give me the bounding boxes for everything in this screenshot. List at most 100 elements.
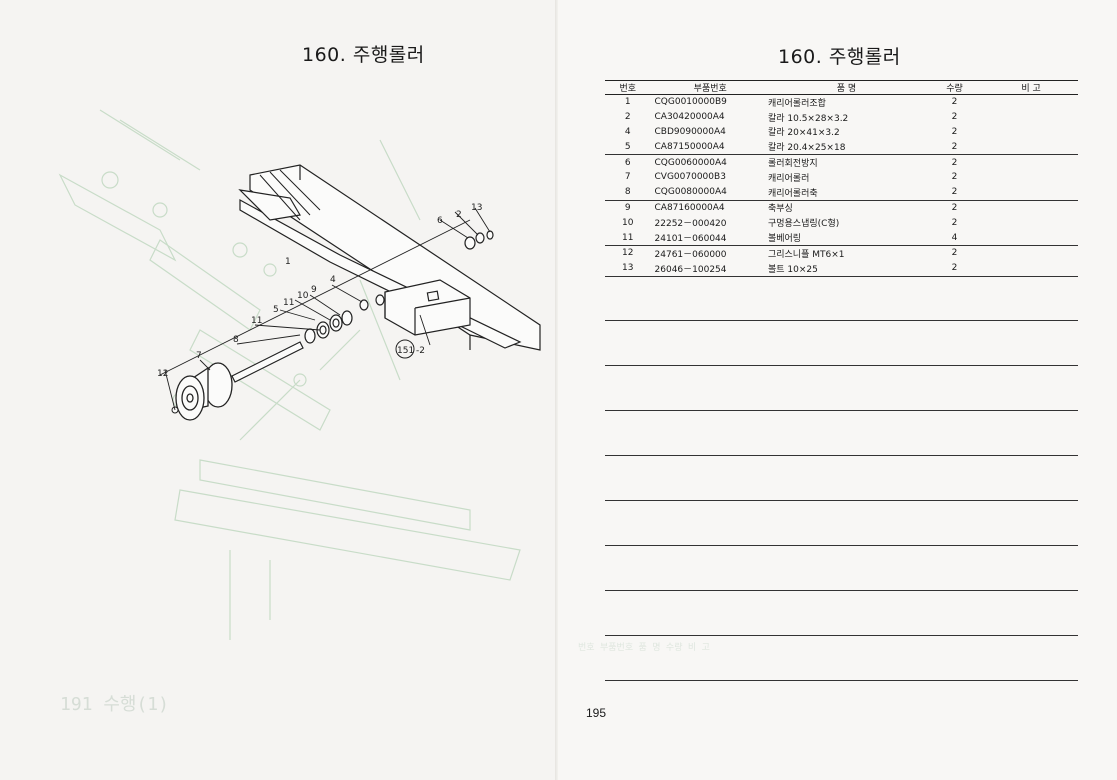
callout-8: 8 <box>233 335 239 345</box>
cell-part-name: 캐리어롤러 <box>767 173 810 184</box>
cell-remarks <box>984 184 1078 201</box>
cell-part-number: 22252－000420 <box>654 219 727 230</box>
cell-part-number: 26046－100254 <box>650 260 766 277</box>
cell-quantity: 2 <box>951 112 958 123</box>
cell-quantity: 2 <box>924 139 985 156</box>
cell-part-name: 칼라 20×41×3.2 <box>767 128 840 139</box>
empty-row-line <box>605 455 1078 456</box>
cell-no: 9 <box>624 202 631 213</box>
callout-10: 10 <box>297 291 309 301</box>
cell-part-name: 캐리어롤러조합 <box>767 98 826 109</box>
callout-6: 6 <box>437 216 443 226</box>
cell-part-name: 칼라 20.4×25×18 <box>765 139 925 156</box>
cell-part-name: 캐리어롤러축 <box>765 184 925 201</box>
table-row: 1 CQG0010000B9 캐리어롤러조합 2 <box>605 95 1078 110</box>
callout-5: 5 <box>273 305 279 315</box>
cell-no: 11 <box>605 230 651 246</box>
header-quantity: 수량 <box>924 80 985 95</box>
cell-quantity: 2 <box>951 172 958 183</box>
cell-no: 1 <box>624 97 631 108</box>
cell-quantity: 2 <box>951 202 958 213</box>
cell-remarks <box>984 245 1078 260</box>
roller-shaft <box>231 341 304 383</box>
right-page-title: 160. 주행롤러 <box>778 46 901 68</box>
cell-part-number: CA87160000A4 <box>654 202 725 213</box>
cell-remarks <box>984 260 1078 277</box>
header-part-name: 품 명 <box>765 80 925 95</box>
cell-no: 4 <box>624 126 631 137</box>
callout-4: 4 <box>330 275 336 285</box>
cell-part-name: 그리스니플 MT6×1 <box>767 249 845 260</box>
cell-remarks <box>984 125 1078 140</box>
cell-part-number: CA87150000A4 <box>650 139 766 156</box>
cell-part-name: 칼라 10.5×28×3.2 <box>767 113 849 124</box>
cell-part-name: 볼트 10×25 <box>765 260 925 277</box>
empty-row-line <box>605 590 1078 591</box>
table-row: 4 CBD9090000A4 칼라 20×41×3.2 2 <box>605 125 1078 140</box>
cell-part-name: 구멍용스냅링(C형) <box>767 219 840 230</box>
cell-no: 10 <box>622 217 634 228</box>
cell-part-number: CBD9090000A4 <box>654 126 726 137</box>
cell-remarks <box>984 95 1078 110</box>
cell-remarks <box>984 200 1078 215</box>
cell-quantity: 2 <box>951 97 958 108</box>
cell-no: 6 <box>624 157 631 168</box>
cell-quantity: 2 <box>951 217 958 228</box>
svg-text:-2: -2 <box>416 346 425 356</box>
table-row: 6 CQG0060000A4 롤러회전방지 2 <box>605 155 1078 170</box>
empty-row-line <box>605 545 1078 546</box>
cell-no: 7 <box>624 172 631 183</box>
cell-remarks <box>984 110 1078 125</box>
cell-part-number: 24101－060044 <box>650 230 766 246</box>
cell-remarks <box>984 215 1078 230</box>
cell-quantity: 2 <box>951 248 958 259</box>
empty-row-line <box>605 410 1078 411</box>
reference-label-151-2: 151 -2 <box>395 339 425 359</box>
cell-no: 8 <box>605 184 651 201</box>
cell-no: 13 <box>605 260 651 277</box>
cell-quantity: 2 <box>951 126 958 137</box>
leader-lines <box>159 207 491 411</box>
callout-2: 2 <box>456 210 462 220</box>
header-remarks: 비 고 <box>984 80 1078 95</box>
empty-row-line <box>605 365 1078 366</box>
cell-quantity: 2 <box>951 157 958 168</box>
cell-remarks <box>984 170 1078 185</box>
callout-13: 13 <box>471 203 482 213</box>
callout-7: 7 <box>196 351 202 361</box>
table-row: 2 CA30420000A4 칼라 10.5×28×3.2 2 <box>605 110 1078 125</box>
cell-part-number: CQG0060000A4 <box>654 157 727 168</box>
callout-11a: 11 <box>251 316 262 326</box>
carrier-roller <box>175 362 233 421</box>
cell-remarks <box>984 139 1078 156</box>
cell-no: 5 <box>605 139 651 156</box>
svg-text:151: 151 <box>397 346 414 356</box>
callout-9: 9 <box>311 285 317 295</box>
cell-remarks <box>984 230 1078 246</box>
callout-1: 1 <box>285 257 291 267</box>
cell-part-number: CQG0010000B9 <box>654 97 727 108</box>
page-number: 195 <box>586 706 607 720</box>
cell-quantity: 4 <box>924 230 985 246</box>
callout-numbers: 12 7 8 11 5 11 10 9 4 1 6 2 13 <box>157 203 482 379</box>
roller-bracket <box>384 279 471 336</box>
header-part-number: 부품번호 <box>650 80 766 95</box>
left-page-title: 160. 주행롤러 <box>302 44 425 66</box>
cell-no: 2 <box>624 112 631 123</box>
left-page: 160. 주행롤러 191 수행(1) <box>0 0 558 780</box>
cell-part-number: CA30420000A4 <box>654 112 725 123</box>
cell-remarks <box>984 155 1078 170</box>
empty-row-line <box>605 680 1078 681</box>
callout-11b: 11 <box>283 298 294 308</box>
cell-quantity: 2 <box>924 260 985 277</box>
empty-row-line <box>605 320 1078 321</box>
cell-part-name: 롤러회전방지 <box>767 159 818 170</box>
bleed-through-text: 191 수행(1) <box>60 694 169 715</box>
